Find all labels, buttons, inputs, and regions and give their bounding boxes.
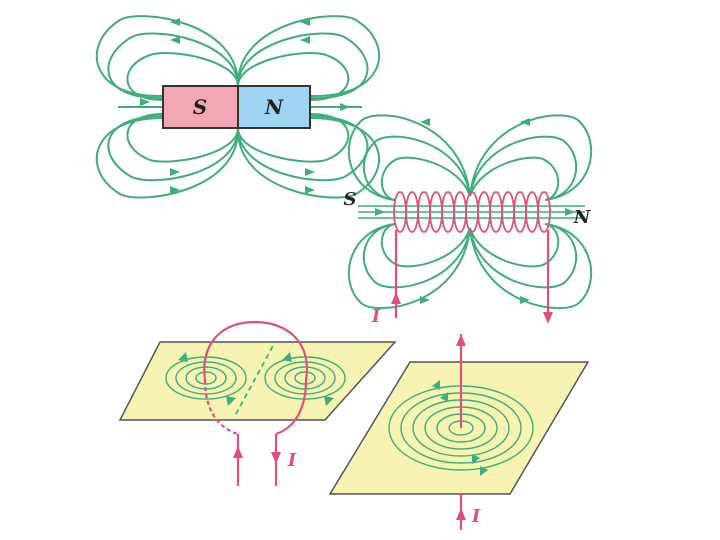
field-arrow — [440, 392, 448, 402]
magnet-field-line — [126, 52, 239, 101]
current-arrow — [391, 292, 401, 304]
current-arrow — [543, 312, 553, 324]
current-arrow — [456, 334, 466, 346]
field-arrow — [140, 98, 150, 106]
solenoid-field-line — [469, 135, 578, 201]
field-arrow — [170, 186, 180, 194]
current-arrow — [271, 452, 281, 464]
solenoid-field-line — [347, 114, 471, 201]
loop-group: I — [118, 320, 397, 486]
solenoid-field-line — [380, 156, 471, 201]
field-arrow — [226, 396, 236, 406]
field-arrow — [170, 168, 180, 176]
field-arrow — [282, 352, 292, 362]
field-arrow — [340, 103, 350, 111]
loop-current-label: I — [287, 450, 297, 471]
straight-wire-current-label: I — [471, 506, 481, 527]
current-arrow — [233, 446, 243, 458]
loop-wire-lower-left — [203, 379, 239, 436]
field-arrow — [300, 18, 310, 26]
field-arrow — [472, 454, 480, 464]
solenoid-field-line — [362, 135, 471, 201]
solenoid-field-line — [469, 223, 593, 310]
straight-wire-group: I — [328, 334, 590, 530]
field-arrow — [305, 168, 315, 176]
field-arrow — [520, 296, 530, 304]
magnet-north-label: N — [264, 95, 284, 119]
field-arrow — [178, 352, 188, 362]
loop-axis — [235, 343, 275, 415]
solenoid-south-label: S — [344, 189, 357, 210]
magnet-field-line — [95, 15, 240, 98]
field-arrow — [300, 36, 310, 44]
wire-plane — [328, 361, 590, 495]
magnet-field-line — [237, 52, 350, 101]
loop-wire-lower-right — [275, 379, 308, 436]
solenoid-coil — [393, 191, 551, 233]
magnet-field-line — [236, 15, 380, 98]
solenoid-field-line — [469, 223, 578, 289]
magnet-south-label: S — [193, 95, 207, 119]
field-arrow — [324, 396, 334, 406]
solenoid-field-line — [469, 156, 560, 201]
solenoid-field-line — [469, 114, 593, 201]
magnet-north-pole — [237, 85, 311, 129]
field-arrow — [420, 296, 430, 304]
field-arrow — [420, 118, 430, 126]
field-arrow — [565, 208, 575, 216]
loop-wire-upper — [203, 320, 308, 381]
magnet-field-line — [236, 117, 380, 199]
field-arrow — [170, 18, 180, 26]
field-arrow — [375, 208, 385, 216]
bar-magnet-group: S N — [95, 15, 380, 199]
solenoid-current-label: I — [371, 306, 381, 327]
loop-plane — [118, 341, 397, 421]
field-arrow — [480, 466, 488, 476]
magnet-field-line — [95, 117, 240, 199]
solenoid-group: S N I — [344, 114, 593, 327]
field-arrow — [432, 380, 440, 390]
solenoid-field-line — [347, 223, 471, 310]
solenoid-field-line — [362, 223, 471, 289]
solenoid-north-label: N — [573, 207, 592, 228]
solenoid-field-line — [469, 223, 560, 268]
field-arrow — [305, 186, 315, 194]
current-arrow — [456, 508, 466, 520]
field-arrow — [170, 36, 180, 44]
field-arrow — [520, 118, 530, 126]
